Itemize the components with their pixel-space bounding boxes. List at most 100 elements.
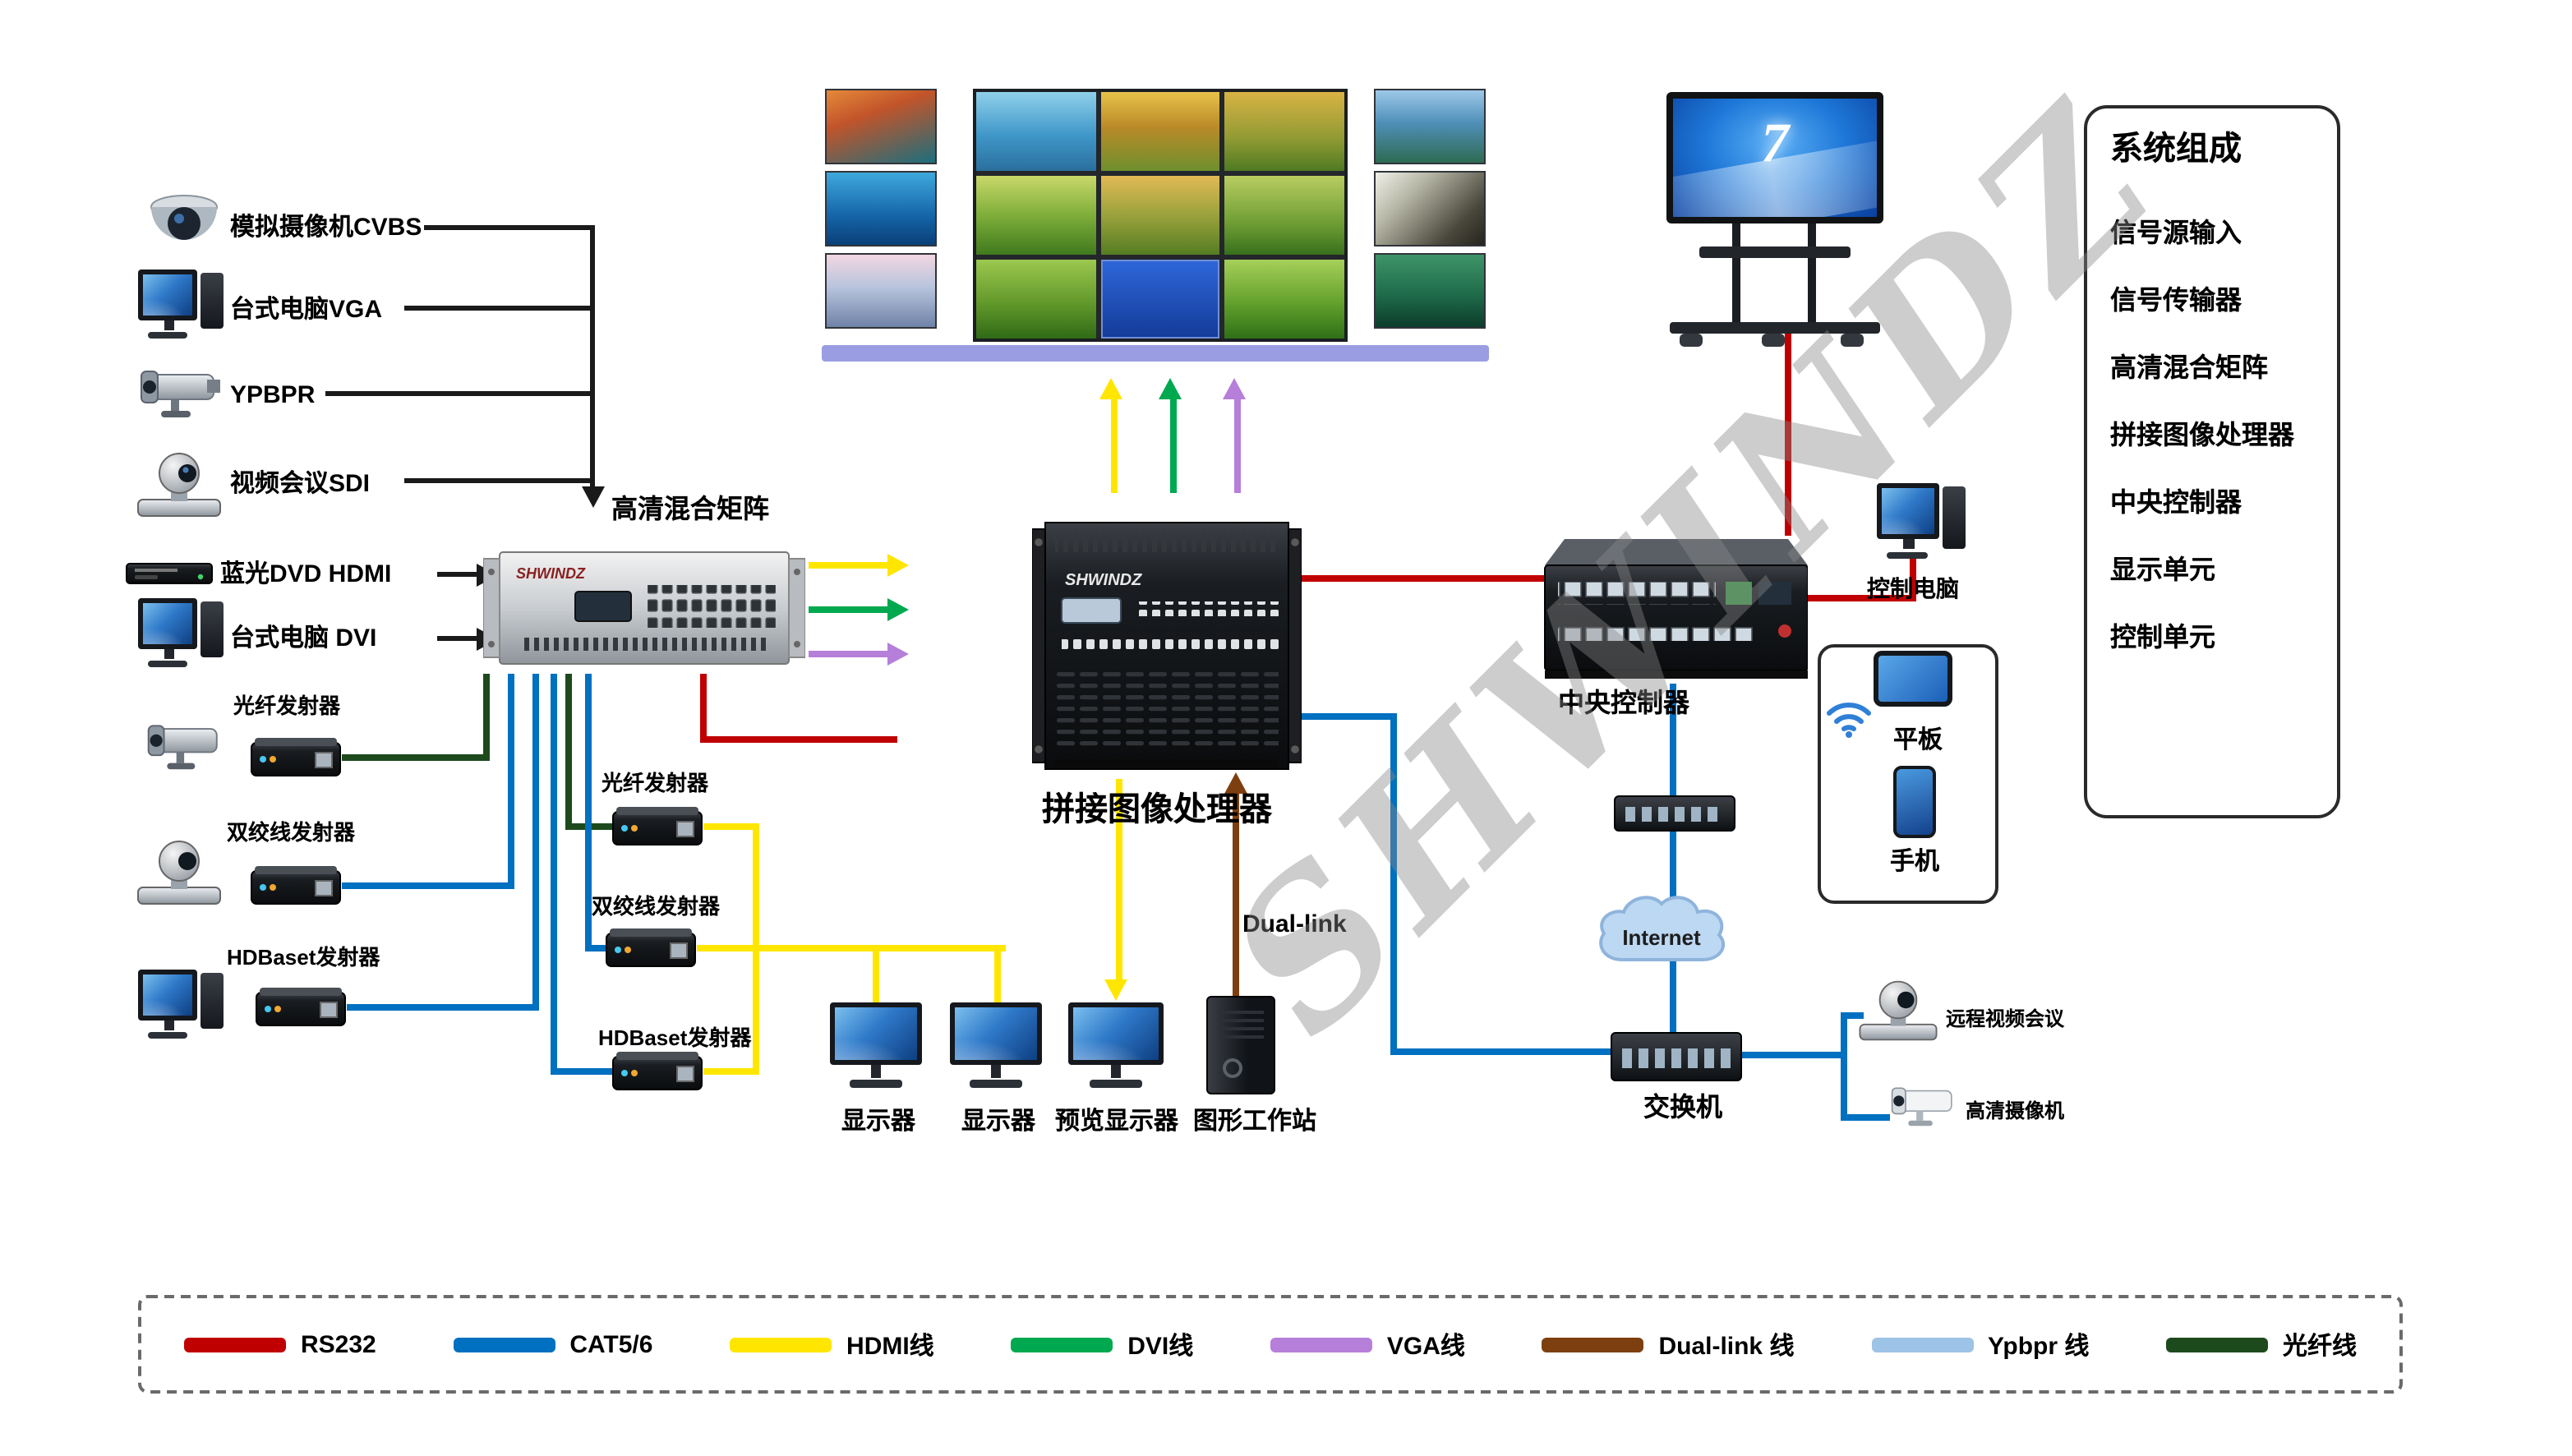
source-label: 模拟摄像机CVBS bbox=[230, 214, 422, 242]
pc-base bbox=[148, 661, 188, 667]
hdmi-arrow bbox=[1099, 378, 1122, 399]
hdmi-line bbox=[809, 562, 887, 569]
cat5-line bbox=[508, 674, 514, 889]
cat5-line bbox=[1390, 713, 1397, 1055]
wall-mount-bar bbox=[822, 345, 1489, 362]
monitor-screen bbox=[830, 1002, 922, 1066]
processor-label: 拼接图像处理器 bbox=[1042, 792, 1272, 828]
monitor-stand bbox=[870, 1065, 882, 1078]
transmitter-label: HDBaset发射器 bbox=[598, 1025, 752, 1050]
transmitter-box-icon bbox=[251, 866, 341, 905]
monitor-screen bbox=[950, 1002, 1042, 1066]
wall-tile bbox=[1224, 176, 1344, 255]
bullet-camera-icon bbox=[1891, 1087, 1952, 1127]
legend-label: 光纤线 bbox=[2282, 1332, 2357, 1360]
pc-base bbox=[148, 332, 188, 339]
transmitter-label: HDBaset发射器 bbox=[227, 945, 380, 970]
preview-monitor-label: 预览显示器 bbox=[1055, 1108, 1179, 1136]
cat5-line bbox=[1739, 1052, 1847, 1058]
legend: RS232 CAT5/6 HDMI线 DVI线 VGA线 Dual-link 线… bbox=[138, 1295, 2403, 1394]
stand-wheel bbox=[1762, 334, 1785, 347]
transmitter-box-icon bbox=[256, 988, 346, 1026]
dual-link-line bbox=[1233, 792, 1239, 999]
cat5-line bbox=[1841, 1012, 1847, 1121]
cat5-line bbox=[1841, 1012, 1864, 1019]
bullet-camera-icon bbox=[147, 725, 218, 770]
matrix-label: 高清混合矩阵 bbox=[611, 496, 770, 524]
ptz-camera-icon bbox=[1859, 980, 1938, 1041]
hdmi-line bbox=[994, 945, 1001, 1004]
transmitter-box-icon bbox=[612, 1052, 703, 1090]
monitor-base bbox=[970, 1080, 1022, 1088]
system-panel-item: 高清混合矩阵 bbox=[2110, 355, 2269, 383]
source-bus-line bbox=[404, 306, 595, 311]
preview-image-eagle bbox=[1374, 171, 1486, 247]
dvi-source-line bbox=[437, 636, 477, 641]
monitor-label: 显示器 bbox=[841, 1108, 916, 1136]
legend-swatch bbox=[184, 1337, 286, 1352]
control-pc-icon bbox=[1877, 483, 1966, 559]
monitor-label: 显示器 bbox=[961, 1108, 1036, 1136]
remote-vc-label: 远程视频会议 bbox=[1946, 1007, 2065, 1030]
hdmi-line bbox=[703, 823, 759, 830]
pc-stand bbox=[1903, 539, 1915, 550]
system-panel-item: 信号源输入 bbox=[2110, 220, 2242, 248]
cat5-line bbox=[1302, 713, 1397, 720]
transmitter-label: 双绞线发射器 bbox=[227, 820, 356, 845]
preview-monitor-icon bbox=[1068, 1002, 1164, 1088]
phone-icon bbox=[1893, 766, 1936, 838]
cat5-line bbox=[1670, 684, 1676, 1039]
rs232-line bbox=[1910, 559, 1916, 601]
wall-tile-blue-screen bbox=[1100, 260, 1220, 339]
legend-label: CAT5/6 bbox=[569, 1330, 653, 1358]
switch-label: 交换机 bbox=[1643, 1094, 1723, 1122]
legend-label: RS232 bbox=[301, 1330, 376, 1358]
system-composition-panel bbox=[2084, 105, 2340, 818]
stand-wheel bbox=[1680, 334, 1703, 347]
windows7-logo: 7 bbox=[1761, 113, 1789, 174]
video-wall bbox=[973, 89, 1348, 342]
hdmi-line bbox=[873, 945, 879, 1004]
system-panel-item: 中央控制器 bbox=[2110, 490, 2242, 518]
monitor-screen bbox=[1068, 1002, 1164, 1066]
dvi-line bbox=[1170, 399, 1177, 493]
preview-image-lake bbox=[1374, 89, 1486, 164]
hd-matrix-device: SHWINDZ bbox=[483, 551, 805, 665]
monitor-icon bbox=[950, 1002, 1042, 1088]
dvi-arrow bbox=[887, 598, 909, 621]
hdmi-line bbox=[697, 945, 1006, 951]
ptz-camera-icon bbox=[137, 841, 221, 905]
pc-screen bbox=[1877, 483, 1939, 540]
stand-wheel bbox=[1841, 334, 1864, 347]
rs232-line bbox=[1302, 575, 1545, 582]
monitor-icon bbox=[830, 1002, 922, 1088]
vga-line bbox=[809, 651, 887, 657]
stand-pole bbox=[1732, 223, 1740, 325]
source-bus-line bbox=[424, 225, 595, 230]
legend-swatch bbox=[453, 1337, 555, 1352]
source-label: 视频会议SDI bbox=[230, 470, 371, 498]
legend-item: Ypbpr 线 bbox=[1871, 1327, 2089, 1362]
legend-swatch bbox=[1871, 1337, 1974, 1352]
preview-image-mountain bbox=[825, 253, 937, 329]
pc-tower bbox=[201, 272, 224, 329]
legend-item: VGA线 bbox=[1270, 1327, 1465, 1362]
desktop-pc-icon bbox=[138, 970, 224, 1039]
control-pc-label: 控制电脑 bbox=[1867, 575, 1959, 601]
arrow-to-matrix bbox=[582, 486, 605, 508]
system-panel-item: 拼接图像处理器 bbox=[2110, 422, 2295, 450]
pc-screen bbox=[138, 970, 198, 1021]
legend-item: DVI线 bbox=[1011, 1327, 1193, 1362]
vga-arrow bbox=[887, 643, 909, 666]
switch-icon bbox=[1611, 1032, 1742, 1081]
legend-swatch bbox=[1542, 1337, 1644, 1352]
legend-label: Ypbpr 线 bbox=[1988, 1332, 2090, 1360]
hd-camera-label: 高清摄像机 bbox=[1966, 1099, 2065, 1122]
dvi-arrow bbox=[1159, 378, 1182, 399]
cat5-line bbox=[585, 945, 608, 951]
source-bus-line bbox=[404, 478, 595, 483]
desktop-pc-icon bbox=[138, 270, 224, 339]
wifi-icon bbox=[1827, 703, 1871, 738]
legend-item: CAT5/6 bbox=[453, 1330, 652, 1358]
